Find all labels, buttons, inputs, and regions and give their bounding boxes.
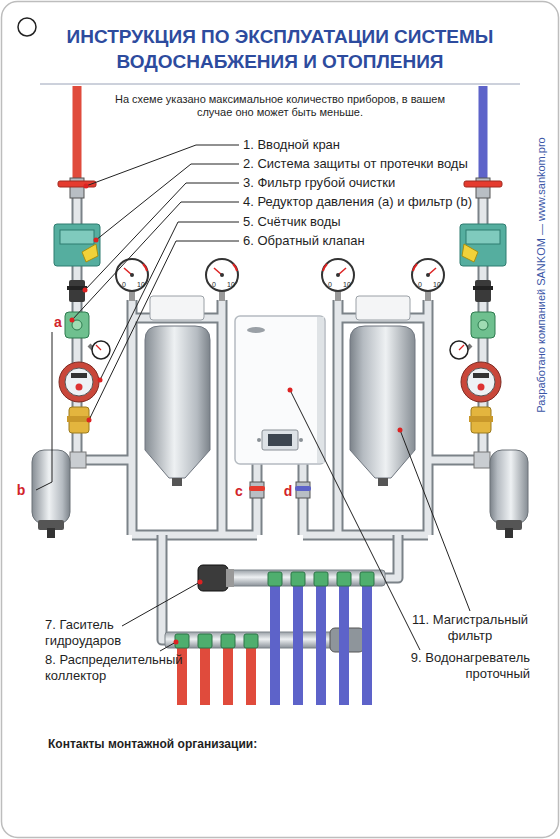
hot-collector (223, 648, 233, 705)
part-letter: b (17, 483, 26, 497)
hang-hole (18, 18, 36, 36)
cold-collector (362, 586, 372, 705)
leader-dot (70, 318, 75, 323)
instant-water-heater (317, 317, 324, 463)
leader-line (160, 642, 176, 651)
callout-label: 11. Магистральный фильтр (400, 612, 540, 643)
instant-water-heater (262, 430, 298, 450)
valve-handle (295, 486, 311, 491)
equipment-left (32, 178, 264, 538)
gauge-scale: 0 (418, 281, 422, 288)
callout-label: 7. Гаситель гидроударов (45, 617, 165, 648)
title-rule (40, 84, 520, 85)
callout-label: 3. Фильтр грубой очистки (243, 175, 395, 191)
page-title: ИНСТРУКЦИЯ ПО ЭКСПЛУАТАЦИИ СИСТЕМЫ ВОДОС… (30, 24, 530, 74)
hot-collector (246, 648, 256, 705)
cold-collector (270, 586, 280, 705)
leader-line (36, 332, 52, 490)
hot-inlet-pipe (73, 86, 82, 180)
instant-water-heater (268, 434, 292, 446)
leader-line (100, 222, 239, 380)
leader-line (86, 145, 239, 186)
callout-label: 4. Редуктор давления (a) и фильтр (b) (243, 194, 472, 210)
leader-line (89, 241, 239, 420)
instant-water-heater (299, 438, 303, 442)
part-letter: d (284, 484, 293, 498)
hot-collector (198, 634, 212, 648)
hot-collector (165, 632, 335, 648)
leader-dot (398, 428, 403, 433)
leader-line (290, 390, 420, 650)
gauge-scale: 0 (328, 281, 332, 288)
callout-label: 8. Распределительный коллектор (45, 652, 205, 683)
hot-collector (244, 634, 258, 648)
gauge-scale: 0 (212, 281, 216, 288)
callout-label: 9. Водонагреватель проточный (380, 650, 530, 681)
part-letter: c (235, 484, 243, 498)
leader-dot (288, 388, 293, 393)
cold-collector (268, 572, 282, 586)
instant-water-heater (257, 438, 261, 442)
leader-line (122, 582, 200, 626)
credit-text: Разработано компанией SANKOM — www.sanko… (535, 137, 548, 412)
valve-handle (249, 486, 265, 491)
gauge-scale: 10 (137, 281, 145, 288)
leader-dot (198, 580, 203, 585)
leader-dot (98, 378, 103, 383)
leader-line (72, 202, 239, 320)
leader-line (36, 145, 470, 651)
cold-collector (293, 586, 303, 705)
equipment-right (296, 178, 528, 538)
callout-label: 1. Вводной кран (243, 137, 340, 153)
cold-collector (226, 569, 234, 587)
instant-water-heater (247, 327, 265, 333)
cold-collector (198, 565, 228, 591)
leader-dot (94, 238, 99, 243)
leader-line (400, 430, 470, 611)
instant-water-heater (235, 316, 325, 464)
leader-dot (84, 184, 89, 189)
cold-collector (316, 586, 326, 705)
contacts-label: Контакты монтажной организации: (48, 737, 257, 751)
cold-collector (314, 572, 328, 586)
cold-collector (198, 565, 385, 705)
callout-label: 2. Система защиты от протечки воды (243, 156, 468, 172)
cold-collector (291, 572, 305, 586)
gauge-scale: 10 (343, 281, 351, 288)
note-text: На схеме указано максимальное количество… (115, 93, 445, 119)
gauge-scale: 10 (433, 281, 441, 288)
instant-water-heater (235, 316, 325, 464)
gauge-scale: 10 (227, 281, 235, 288)
leader-dot (87, 418, 92, 423)
callout-label: 5. Счётчик воды (243, 214, 341, 230)
hot-collector (165, 628, 364, 705)
leader-dot (174, 640, 179, 645)
leader-dot (83, 288, 88, 293)
leader-line (85, 183, 239, 290)
cold-collector (337, 572, 351, 586)
cold-inlet-pipe (479, 86, 488, 180)
cold-collector (360, 572, 374, 586)
callout-label: 6. Обратный клапан (243, 233, 365, 249)
part-letter: a (54, 315, 62, 329)
leader-dot (70, 184, 403, 645)
hot-collector (200, 648, 210, 705)
cold-collector (200, 570, 385, 586)
hot-collector (221, 634, 235, 648)
gauge-scale: 0 (122, 281, 126, 288)
cold-collector (339, 586, 349, 705)
